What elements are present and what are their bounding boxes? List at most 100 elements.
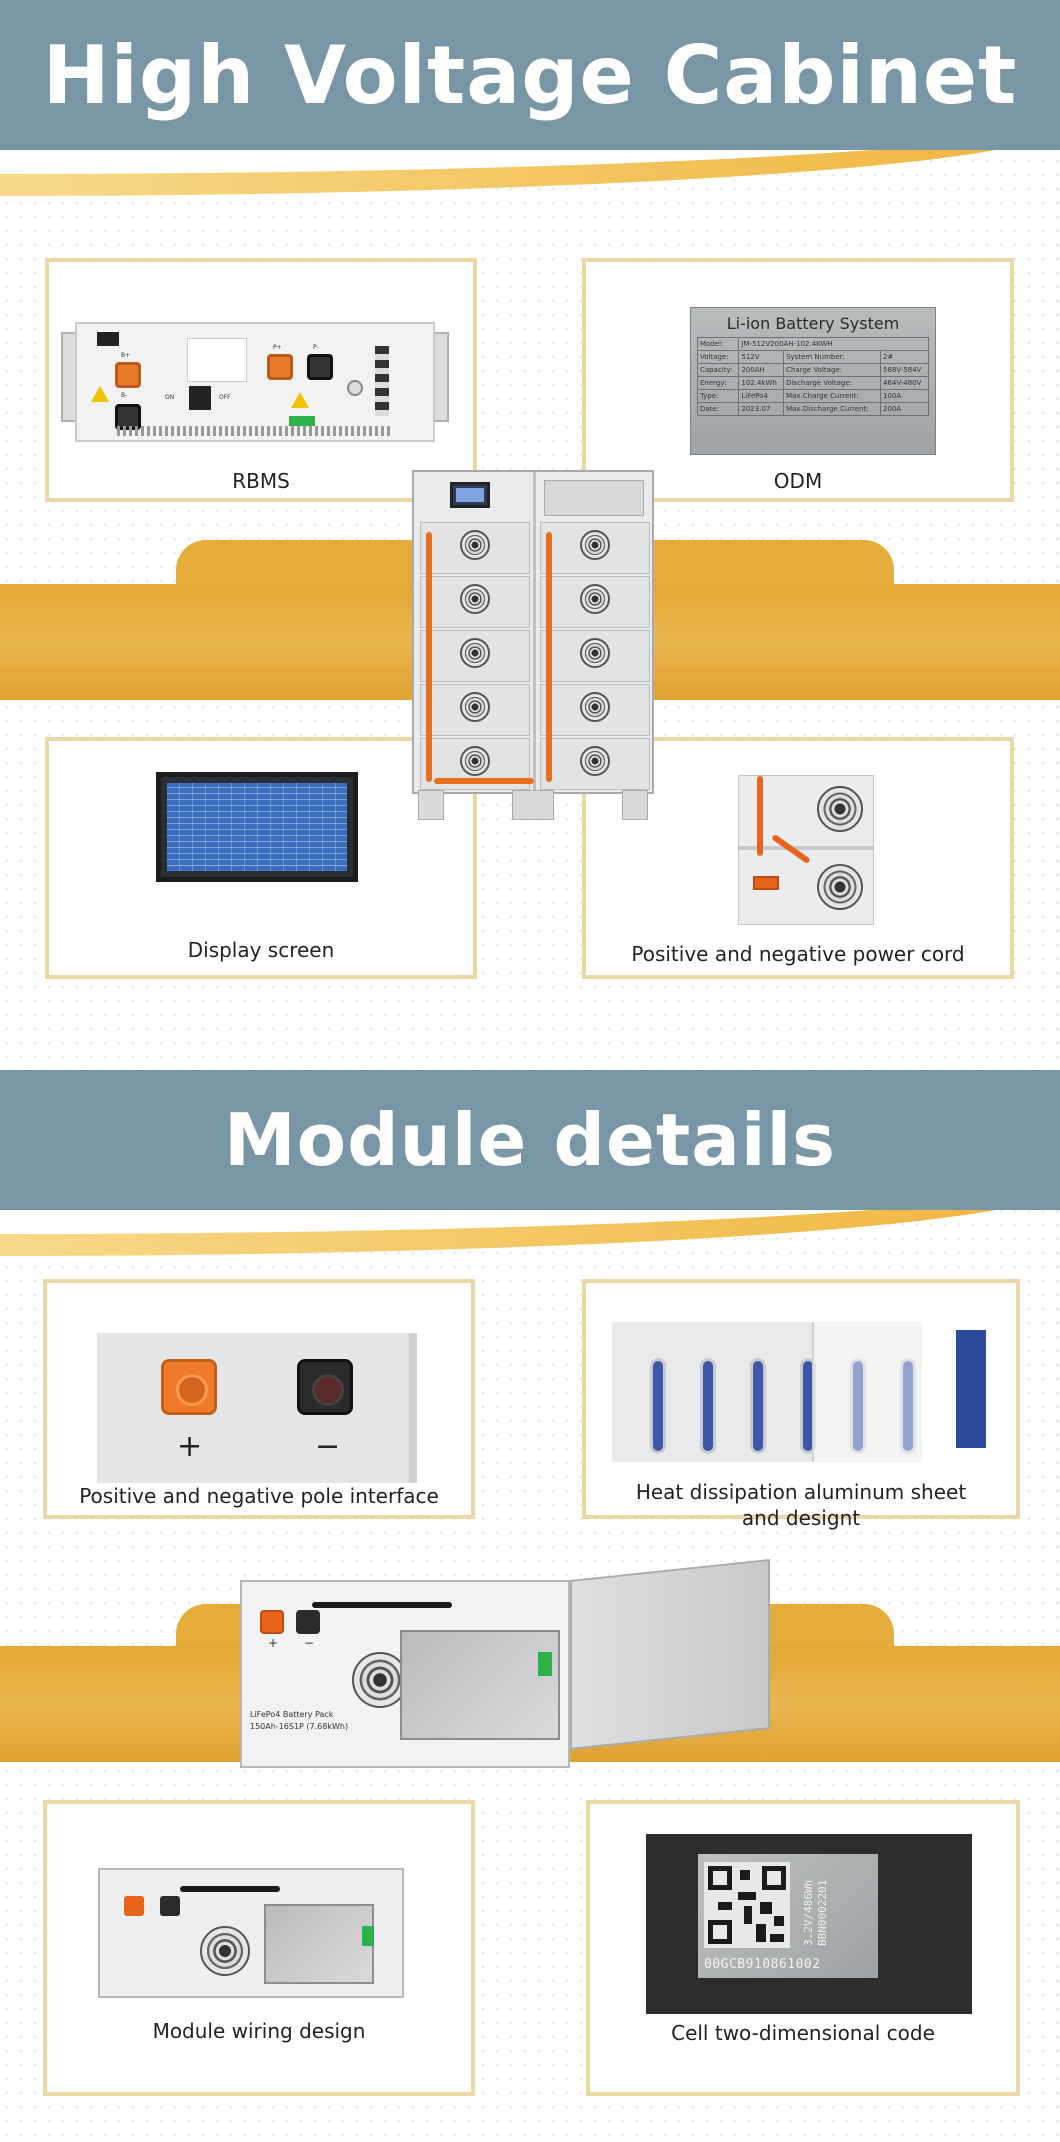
rbms-b-plus-label: B+ — [121, 352, 131, 359]
module-label-line2: 150Ah-16S1P (7.68kWh) — [250, 1722, 349, 1731]
cabinet-fan — [580, 584, 610, 614]
module-side-panel — [570, 1558, 770, 1750]
power-cord-plug — [753, 876, 779, 890]
heat-vent-slot — [750, 1358, 766, 1454]
cell-side-text: 3.2V/486Wh BBN0002201 — [802, 1876, 830, 1946]
card-pole-caption: Positive and negative pole interface — [79, 1484, 439, 1508]
battery-module-image: + − LiFePo4 Battery Pack 150Ah-16S1P (7.… — [240, 1558, 770, 1780]
heat-vent-slot — [900, 1358, 916, 1454]
nameplate-title: Li-ion Battery System — [726, 314, 900, 333]
heat-vent-slot — [650, 1358, 666, 1454]
nameplate-cell: Max.Charge Current: — [783, 389, 881, 403]
module-positive-terminal — [260, 1610, 284, 1634]
card-rbms-caption: RBMS — [232, 469, 290, 493]
cabinet-fan — [580, 638, 610, 668]
positive-sign: + — [177, 1429, 203, 1464]
nameplate-cell: Max.Discharge Current: — [783, 402, 881, 416]
nameplate-row: Voltage: 512V System Number: 2# — [696, 350, 930, 364]
nameplate-cell: 512V — [738, 350, 785, 364]
negative-sign: − — [315, 1429, 341, 1464]
power-cord-fan-top — [817, 786, 863, 832]
card-odm-caption: ODM — [773, 469, 823, 493]
battery-nameplate: Li-ion Battery System Model: JM-512V200A… — [690, 307, 936, 455]
cabinet-bms-box — [544, 480, 644, 516]
power-cord-cable — [757, 776, 763, 856]
heat-vent-slot — [700, 1358, 716, 1454]
module-plus-sign: + — [268, 1636, 279, 1650]
rbms-p-minus-label: P- — [313, 344, 319, 351]
module-green-terminal — [538, 1652, 552, 1676]
cabinet-fan — [460, 530, 490, 560]
cabinet-fan — [460, 692, 490, 722]
cabinet-foot-left — [418, 790, 444, 820]
cell-side-text-line1: 3.2V/486Wh — [802, 1879, 815, 1946]
nameplate-cell: System Number: — [783, 350, 881, 364]
cell-qr-label: 00GCB910861002 3.2V/486Wh BBN0002201 — [698, 1854, 878, 1978]
cabinet-cable — [546, 532, 552, 782]
module-bms-plate — [400, 1630, 560, 1740]
display-screen-surface — [167, 783, 347, 871]
nameplate-model-row: Model: JM-512V200AH-102.4KWH — [696, 337, 929, 351]
card-heat-caption-line2: and designt — [741, 1506, 861, 1530]
cabinet-center-divider — [533, 472, 536, 796]
nameplate-cell: 464V-480V — [879, 376, 930, 390]
power-cord-divider — [739, 846, 873, 850]
cabinet-fan — [580, 530, 610, 560]
module-minus-sign: − — [304, 1636, 315, 1650]
nameplate-cell: 102.4kWh — [738, 376, 785, 390]
cabinet-cable — [434, 778, 534, 784]
pole-interface-image: + − — [97, 1333, 417, 1483]
section-title-high-voltage-cabinet: High Voltage Cabinet — [0, 0, 1060, 150]
heat-vent-slot — [850, 1358, 866, 1454]
nameplate-cell: 100A — [879, 389, 930, 403]
cabinet-fan — [460, 746, 490, 776]
rbms-off-label: OFF — [219, 394, 231, 401]
rbms-comm-ports — [375, 346, 389, 416]
rbms-vent-grill — [117, 426, 393, 436]
module-cable — [312, 1602, 452, 1608]
cabinet-fan — [460, 584, 490, 614]
positive-pole-connector — [161, 1359, 217, 1415]
nameplate-cell: Voltage: — [696, 350, 740, 364]
rbms-p-minus-connector — [307, 354, 333, 380]
nameplate-cell: Capacity: — [696, 363, 740, 377]
rbms-unit-image: B+ B- ON OFF P+ P- — [55, 312, 455, 452]
nameplate-cell: Charge Voltage: — [783, 363, 881, 377]
wiring-cable — [180, 1886, 280, 1892]
nameplate-table: Model: JM-512V200AH-102.4KWH Voltage: 51… — [696, 337, 930, 416]
wiring-negative-terminal — [160, 1896, 180, 1916]
nameplate-row: Capacity: 200AH Charge Voltage: 568V-584… — [696, 363, 930, 377]
nameplate-model-value: JM-512V200AH-102.4KWH — [738, 337, 929, 351]
nameplate-cell: 200AH — [738, 363, 785, 377]
power-cord-image — [738, 775, 874, 925]
nameplate-row: Date: 2023.07 Max.Discharge Current: 200… — [696, 402, 930, 416]
nameplate-cell: LiFePo4 — [738, 389, 785, 403]
qr-code-icon — [704, 1862, 790, 1948]
rbms-warning-icon — [91, 386, 109, 402]
cell-serial-number: 00GCB910861002 — [704, 1957, 821, 1972]
nameplate-cell: Type: — [696, 389, 740, 403]
heat-sink-image — [612, 1322, 922, 1462]
heat-sheet-edge — [812, 1322, 922, 1462]
wiring-bms-plate — [264, 1904, 374, 1984]
cell-side-text-line2: BBN0002201 — [816, 1879, 829, 1946]
heat-sink-side-profile — [956, 1330, 986, 1448]
cabinet-body — [412, 470, 654, 796]
rbms-info-sticker — [187, 338, 247, 382]
nameplate-cell: 2# — [879, 350, 930, 364]
display-screen-image — [156, 772, 358, 882]
card-heat-caption-line1: Heat dissipation aluminum sheet — [635, 1480, 967, 1504]
module-fan — [352, 1652, 408, 1708]
rbms-on-label: ON — [165, 394, 175, 401]
nameplate-cell: Date: — [696, 402, 740, 416]
cabinet-foot-mid — [512, 790, 554, 820]
cell-qr-image: 00GCB910861002 3.2V/486Wh BBN0002201 — [646, 1834, 972, 2014]
nameplate-cell: 200A — [879, 402, 930, 416]
rbms-p-plus-connector — [267, 354, 293, 380]
cabinet-fan — [580, 692, 610, 722]
wiring-fan — [200, 1926, 250, 1976]
rbms-p-plus-label: P+ — [273, 344, 282, 351]
rbms-terminal-block — [289, 416, 315, 426]
nameplate-cell: Energy: — [696, 376, 740, 390]
cabinet-fan — [460, 638, 490, 668]
